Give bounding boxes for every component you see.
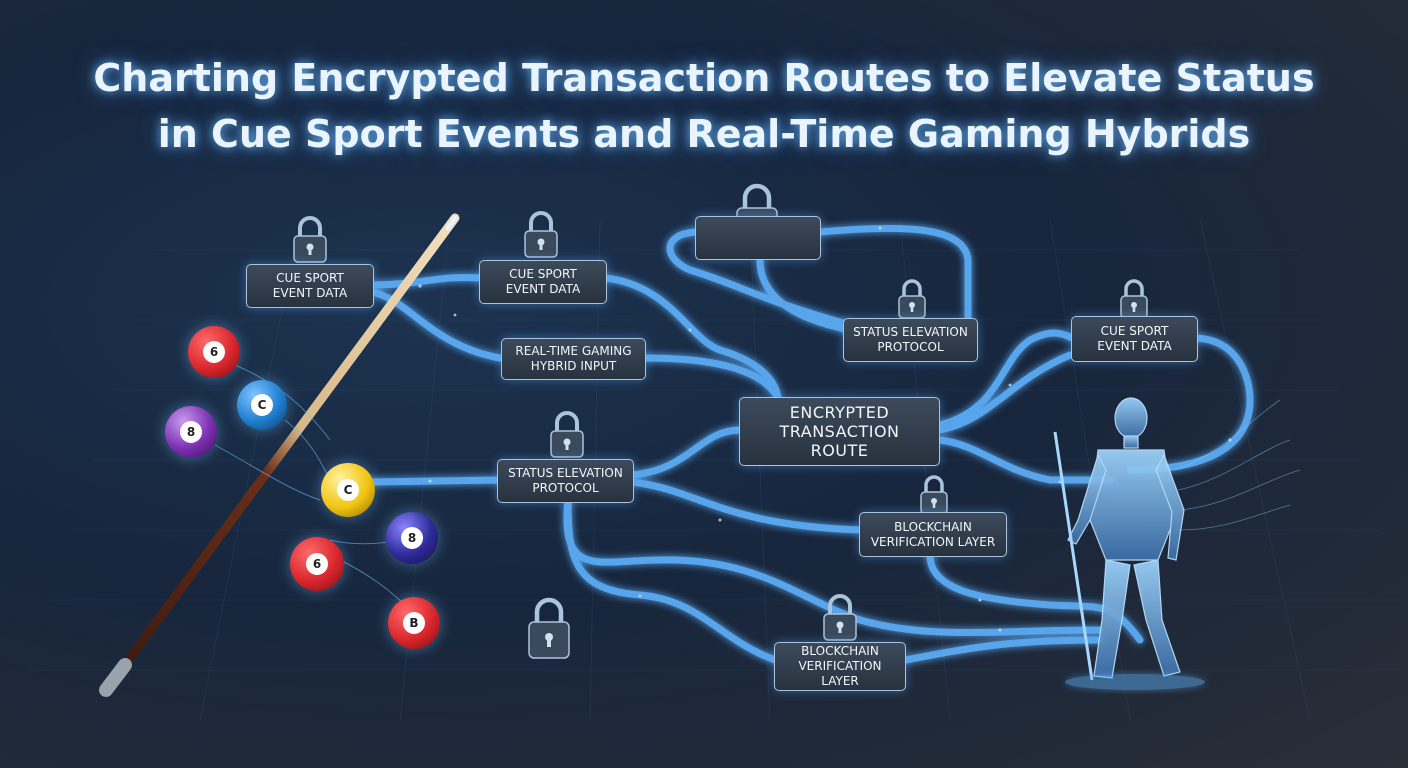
node-cue-sport-event-data: CUE SPORT EVENT DATA xyxy=(246,264,374,308)
route-lines xyxy=(368,224,1254,664)
padlock-icon xyxy=(293,216,327,263)
page-title: Charting Encrypted Transaction Routes to… xyxy=(0,50,1408,162)
pool-ball: C xyxy=(237,380,287,430)
pool-ball: 6 xyxy=(188,326,240,378)
node-blockchain-verification-layer: BLOCKCHAIN VERIFICATION LAYER xyxy=(774,642,906,691)
padlock-icon xyxy=(1120,279,1148,319)
padlock-icon xyxy=(524,211,558,258)
route-sparkles xyxy=(418,226,1232,632)
node-blockchain-verification-layer: BLOCKCHAIN VERIFICATION LAYER xyxy=(859,512,1007,557)
pool-ball: 8 xyxy=(386,512,438,564)
node-cue-sport-event-data: CUE SPORT EVENT DATA xyxy=(479,260,607,304)
floor-grid xyxy=(30,219,1400,721)
player-base-glow xyxy=(1065,674,1205,690)
node-cue-sport-event-data: CUE SPORT EVENT DATA xyxy=(1071,316,1198,362)
node-real-time-gaming-hybrid-input: REAL-TIME GAMING HYBRID INPUT xyxy=(501,338,646,380)
padlock-icon xyxy=(898,279,926,319)
node-status-elevation-protocol: STATUS ELEVATION PROTOCOL xyxy=(843,318,978,362)
node-status-elevation-protocol: STATUS ELEVATION PROTOCOL xyxy=(497,459,634,503)
padlock-icon xyxy=(550,411,584,458)
pool-ball: C xyxy=(321,463,375,517)
pool-ball: 6 xyxy=(290,537,344,591)
player-data-streams xyxy=(1174,399,1301,531)
node-encrypted-transaction-route: ENCRYPTED TRANSACTION ROUTE xyxy=(739,397,940,466)
padlock-icon xyxy=(528,597,570,659)
player-cue xyxy=(1053,431,1094,681)
title-line-1: Charting Encrypted Transaction Routes to… xyxy=(93,56,1315,100)
node-encrypted-empty xyxy=(695,216,821,260)
holographic-player xyxy=(1067,397,1185,679)
cue-stick xyxy=(99,213,460,697)
padlock-icon xyxy=(920,475,948,515)
padlock-icon xyxy=(823,594,857,641)
title-line-2: in Cue Sport Events and Real-Time Gaming… xyxy=(157,112,1251,156)
pool-ball: B xyxy=(388,597,440,649)
pool-ball: 8 xyxy=(165,406,217,458)
